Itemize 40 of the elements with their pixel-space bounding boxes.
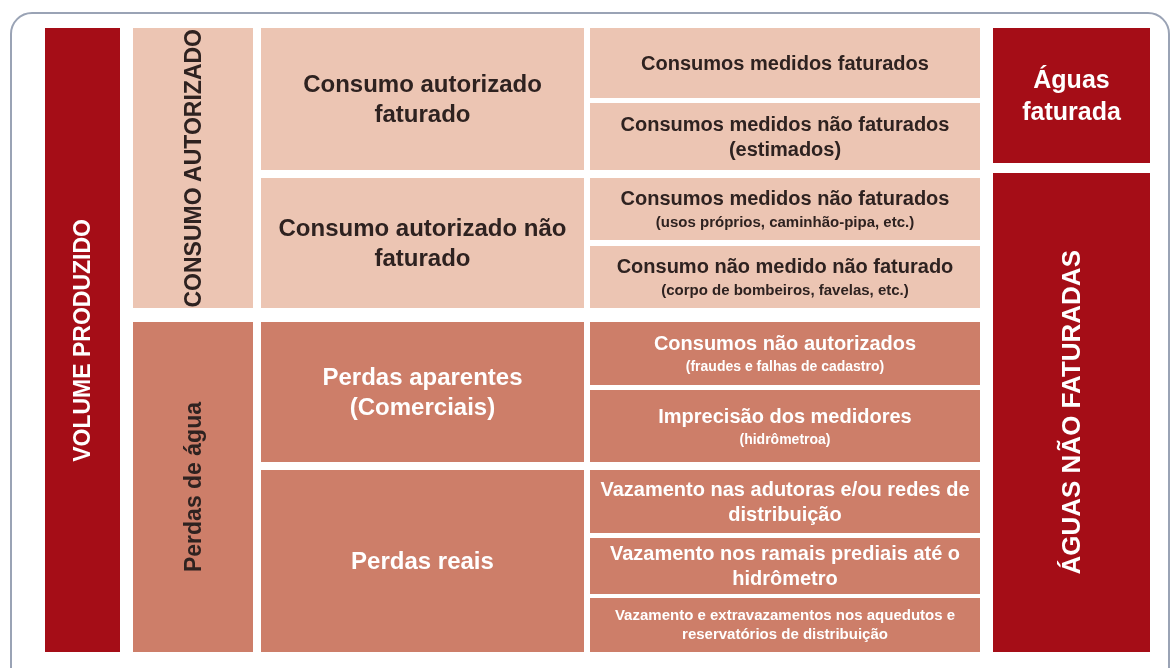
box-note: (hidrômetroa)	[738, 430, 832, 449]
box-note: (usos próprios, caminhão-pipa, etc.)	[654, 213, 916, 232]
item-box	[590, 598, 980, 652]
item-box	[590, 322, 980, 385]
box-label: CONSUMO AUTORIZADO	[180, 28, 206, 308]
category-bar	[133, 322, 253, 652]
category-box	[261, 178, 584, 308]
box-label: Consumos medidos não faturados	[619, 186, 951, 212]
box-label: Vazamento nos ramais prediais até o hidrômetro	[608, 541, 962, 591]
box-label: Consumo não medido não faturado	[615, 254, 955, 280]
category-box	[261, 322, 584, 462]
box-label: VOLUME PRODUZIDO	[70, 218, 95, 462]
box-label: Consumos medidos não faturados (estimados)	[619, 111, 951, 162]
box-label: Vazamento e extravazamentos nos aquedutos e reservatórios de distribuição	[613, 606, 957, 644]
box-label: Perdas reais	[350, 546, 495, 576]
box-label: Consumos medidos faturados	[640, 50, 930, 76]
box-label: Perdas de água	[180, 402, 206, 572]
category-box	[993, 28, 1150, 163]
item-box	[590, 103, 980, 170]
item-box	[590, 28, 980, 98]
category-box	[261, 28, 584, 170]
box-label: Consumo autorizado faturado	[302, 69, 543, 129]
box-label: Perdas aparentes (Comerciais)	[321, 362, 524, 422]
category-box	[261, 470, 584, 652]
category-bar	[45, 28, 120, 652]
box-label: Águas faturada	[1021, 64, 1122, 127]
item-box	[590, 178, 980, 240]
box-label: Consumos não autorizados	[652, 331, 918, 357]
item-box	[590, 390, 980, 462]
box-label: ÁGUAS NÃO FATURADAS	[1057, 250, 1086, 575]
box-label: Consumo autorizado não faturado	[277, 213, 568, 273]
item-box	[590, 246, 980, 308]
item-box	[590, 470, 980, 533]
box-label: Imprecisão dos medidores	[657, 403, 913, 429]
item-box	[590, 538, 980, 594]
box-note: (fraudes e falhas de cadastro)	[684, 358, 886, 376]
box-label: Vazamento nas adutoras e/ou redes de distribuição	[599, 476, 971, 527]
box-note: (corpo de bombeiros, favelas, etc.)	[660, 281, 910, 300]
category-bar	[993, 173, 1150, 652]
category-bar	[133, 28, 253, 308]
